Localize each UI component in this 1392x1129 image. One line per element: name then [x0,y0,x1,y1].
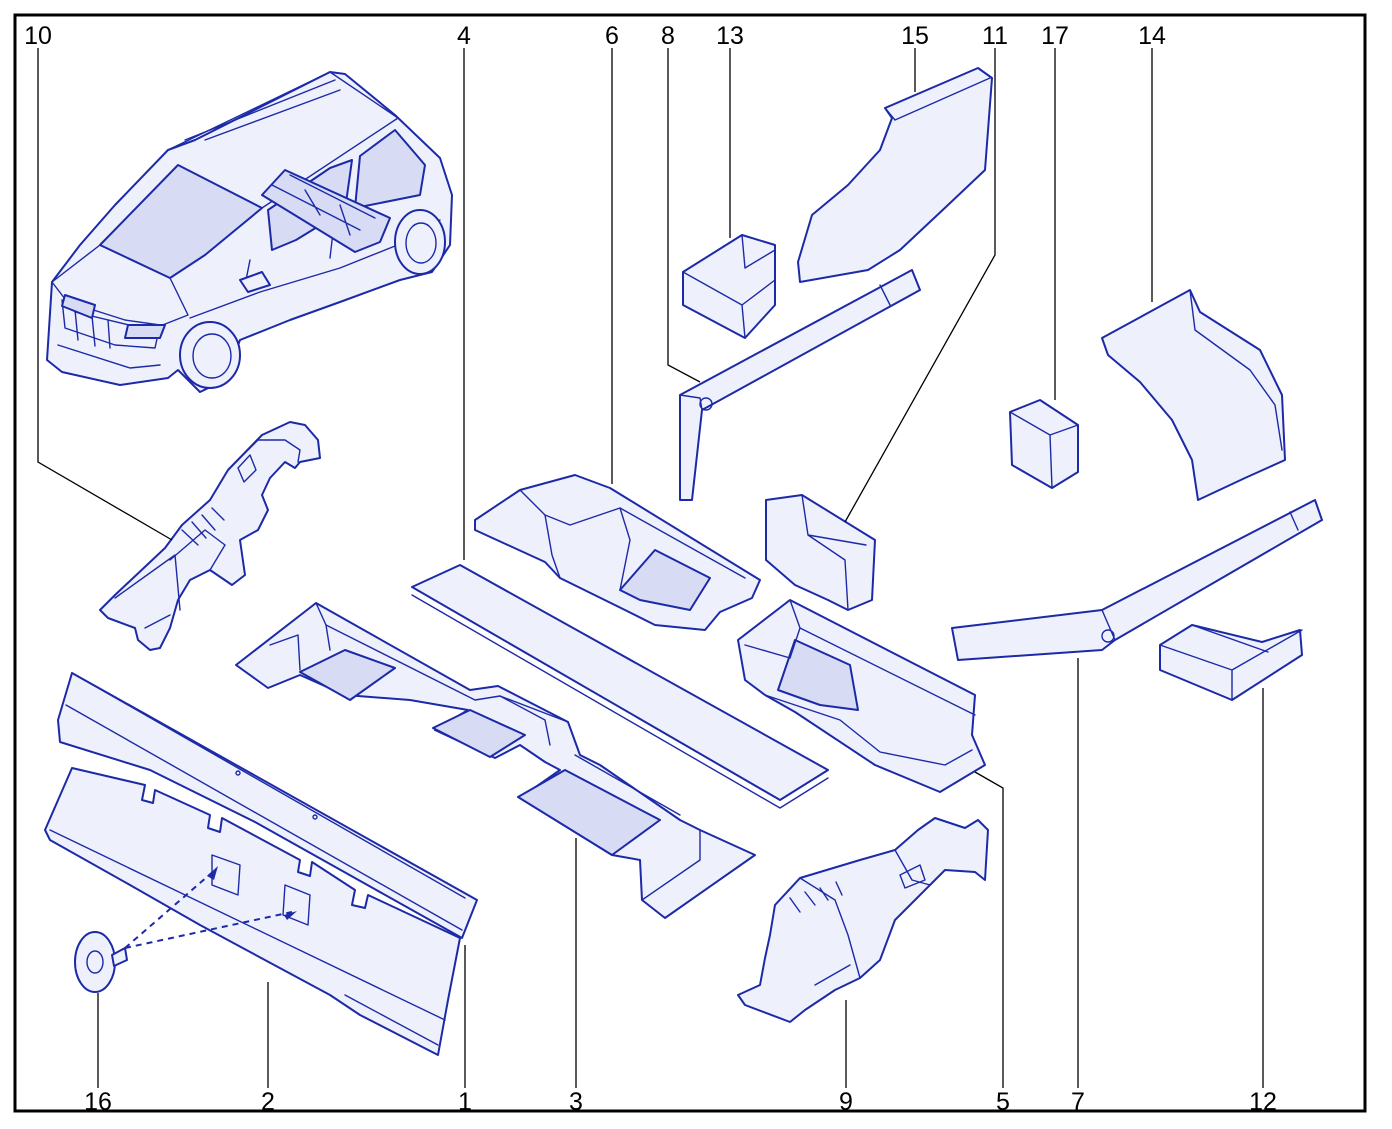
part-14-right-curved-pad [1101,289,1286,501]
part-11-u-channel-pad [765,494,876,611]
callout-10: 10 [24,22,52,50]
callout-6: 6 [605,22,619,50]
callout-7: 7 [1071,1088,1085,1116]
callout-15: 15 [901,22,929,50]
part-7-long-trim-bar [951,499,1323,661]
part-9-right-side-bracket [737,817,989,1023]
part-16-fastener-clip [74,866,297,993]
vehicle-illustration [46,71,453,393]
callout-9: 9 [839,1088,853,1116]
callout-11: 11 [982,22,1008,50]
callout-14: 14 [1138,22,1166,50]
part-4-floor-strip [411,564,829,809]
callout-5: 5 [996,1088,1010,1116]
part-12-right-l-pad [1159,624,1303,701]
callout-4: 4 [457,22,471,50]
callout-1: 1 [458,1088,472,1116]
part-3-center-floor-insulator [235,602,756,919]
callout-16: 16 [84,1088,112,1116]
leader-5 [974,771,1004,1088]
callouts-bottom: 16 2 1 3 9 5 7 12 [84,1088,1277,1116]
part-1-rear-floor-insulator [57,672,478,939]
leader-lines [37,48,1264,1088]
part-17-block-pad [1009,399,1079,489]
part-2-rear-floor-lower [44,767,461,1056]
leader-11 [844,48,996,523]
leader-10 [37,48,173,541]
callout-13: 13 [716,22,744,50]
callout-12: 12 [1249,1088,1277,1116]
part-8-short-trim-bar [679,269,921,501]
callout-2: 2 [261,1088,275,1116]
callouts-top: 10 4 6 8 13 15 11 17 14 [24,22,1166,50]
part-5-right-floor-insulator [737,599,986,793]
callout-8: 8 [661,22,675,50]
part-6-left-floor-insulator [474,474,761,631]
callout-3: 3 [569,1088,583,1116]
leader-8 [667,48,701,383]
part-13-left-l-pad [682,234,776,339]
part-15-left-curved-pad [797,67,993,283]
callout-17: 17 [1041,22,1069,50]
part-10-left-side-bracket [99,421,321,651]
